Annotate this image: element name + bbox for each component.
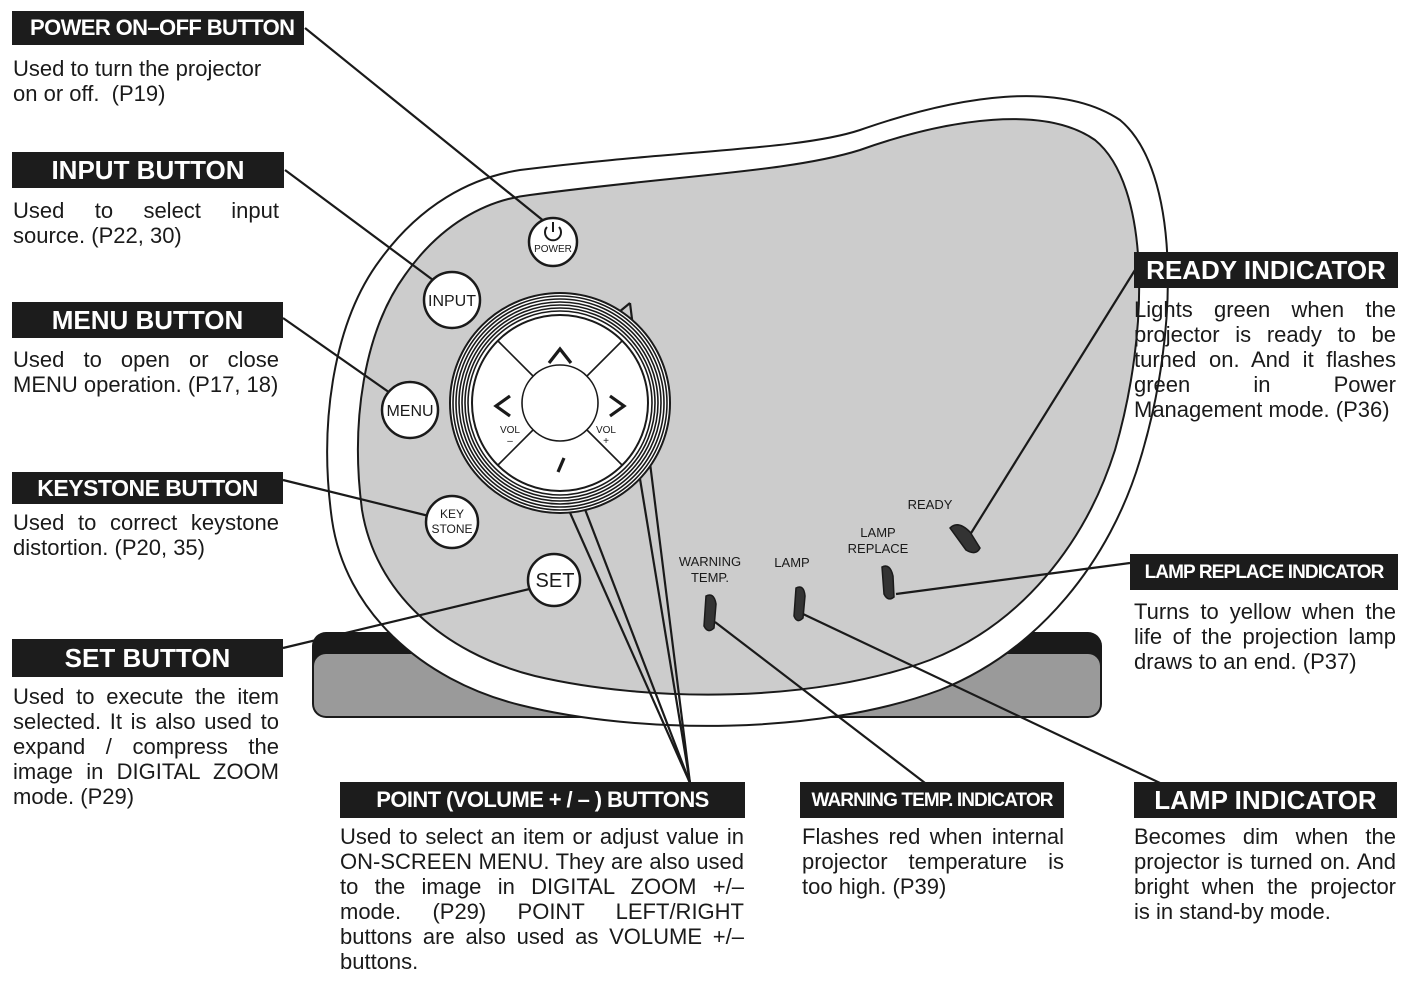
leader-lamp xyxy=(802,613,1161,784)
lamp-indicator-light xyxy=(793,586,806,622)
dpad-dividers xyxy=(497,340,623,466)
vol-plus-label-1: VOL xyxy=(596,425,616,436)
warning-temp-indicator-light xyxy=(703,594,717,632)
vol-minus-label-2: – xyxy=(507,436,513,447)
chevron-left-icon xyxy=(493,394,511,418)
point-right-button[interactable]: VOL + xyxy=(596,394,627,447)
point-dpad: VOL – VOL + xyxy=(449,292,671,514)
keystone-button-title: KEYSTONE BUTTON xyxy=(12,472,283,504)
leader-keystone xyxy=(282,478,434,519)
leader-warning xyxy=(714,621,926,784)
power-icon xyxy=(544,222,562,242)
input-button-title: INPUT BUTTON xyxy=(12,152,284,188)
chevron-right-icon xyxy=(609,394,627,418)
warning-temp-indicator-description: Flashes red when internal projector temp… xyxy=(802,824,1064,899)
keystone-button-label-2: STONE xyxy=(431,522,472,536)
ready-indicator-light xyxy=(949,524,981,554)
power-button-title: POWER ON–OFF BUTTON xyxy=(12,11,304,45)
leader-ready xyxy=(967,269,1136,539)
keystone-button-description: Used to correct keystone distortion. (P2… xyxy=(13,510,279,560)
leader-point-down xyxy=(566,464,692,784)
vol-plus-label-2: + xyxy=(603,436,609,447)
input-button-description: Used to select input source. (P22, 30) xyxy=(13,198,279,248)
warning-temp-indicator-title: WARNING TEMP. INDICATOR xyxy=(800,782,1064,818)
set-button[interactable]: SET xyxy=(526,552,582,608)
point-buttons-description: Used to select an item or adjust value i… xyxy=(340,824,744,974)
point-up-button[interactable] xyxy=(547,346,573,364)
input-button-label: INPUT xyxy=(428,293,476,310)
lamp-indicator-title: LAMP INDICATOR xyxy=(1134,782,1397,818)
set-button-label: SET xyxy=(536,570,575,592)
lamp-label: LAMP xyxy=(774,555,809,570)
lamp-replace-label-2: REPLACE xyxy=(848,541,909,556)
leader-power xyxy=(304,27,546,223)
lamp-replace-label-1: LAMP xyxy=(860,525,895,540)
warning-temp-label-1: WARNING xyxy=(679,554,741,569)
input-button[interactable]: INPUT xyxy=(422,270,482,330)
warning-temp-label-2: TEMP. xyxy=(691,570,729,585)
set-button-description: Used to execute the item selected. It is… xyxy=(13,684,279,809)
menu-button[interactable]: MENU xyxy=(380,380,440,440)
chevron-up-icon xyxy=(547,346,573,364)
lamp-replace-indicator-title: LAMP REPLACE INDICATOR xyxy=(1130,554,1398,590)
point-down-button[interactable] xyxy=(556,457,566,473)
keystone-button-label-1: KEY xyxy=(440,507,464,521)
ready-indicator-title: READY INDICATOR xyxy=(1134,252,1398,288)
power-button-label: POWER xyxy=(534,244,572,255)
lamp-replace-indicator-light xyxy=(881,565,895,600)
dpad-center xyxy=(521,364,599,442)
point-left-button[interactable]: VOL – xyxy=(493,394,520,447)
chevron-down-icon xyxy=(556,457,566,473)
ready-indicator-description: Lights green when the projector is ready… xyxy=(1134,297,1396,422)
menu-button-description: Used to open or close MENU operation. (P… xyxy=(13,347,279,397)
leader-set xyxy=(282,584,543,650)
power-button[interactable]: POWER xyxy=(527,216,579,268)
power-button-description: Used to turn the projector on or off. (P… xyxy=(13,56,262,106)
ready-label: READY xyxy=(908,497,953,512)
leader-lamp-replace xyxy=(895,561,1131,596)
dpad-rings xyxy=(452,295,668,511)
menu-button-title: MENU BUTTON xyxy=(12,302,283,338)
leader-input xyxy=(284,169,438,284)
set-button-title: SET BUTTON xyxy=(12,639,283,677)
vol-minus-label-1: VOL xyxy=(500,425,520,436)
lamp-replace-indicator-description: Turns to yellow when the life of the pro… xyxy=(1134,599,1396,674)
leader-menu xyxy=(282,317,394,396)
lamp-indicator-description: Becomes dim when the projector is turned… xyxy=(1134,824,1396,924)
point-buttons-title: POINT (VOLUME + / – ) BUTTONS xyxy=(340,782,745,818)
keystone-button[interactable]: KEY STONE xyxy=(424,494,480,550)
menu-button-label: MENU xyxy=(386,403,433,420)
